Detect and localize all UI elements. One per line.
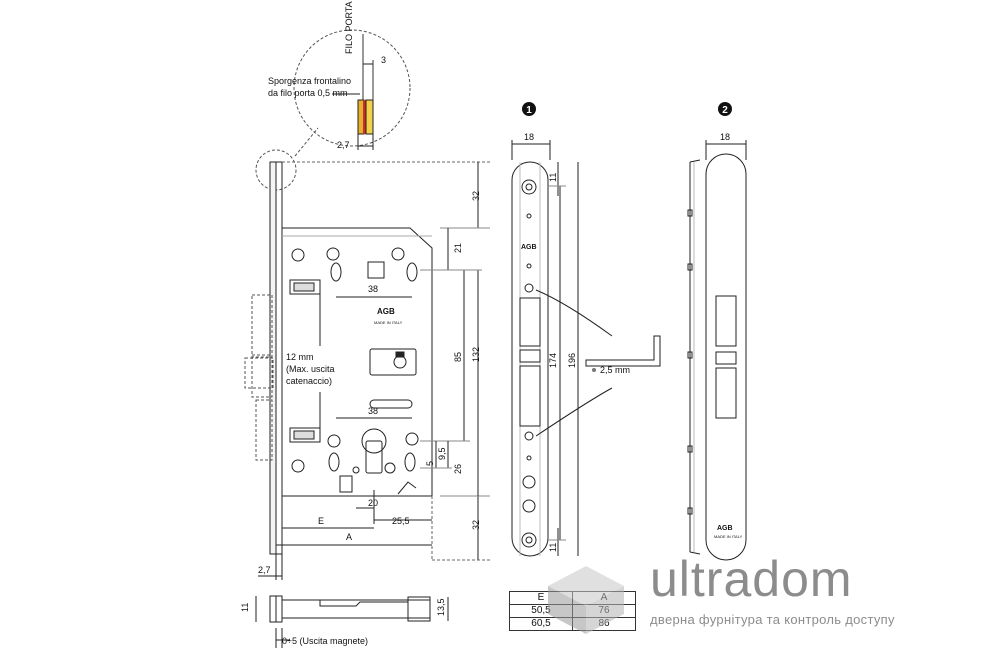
dim-32-top: 32 <box>471 191 481 201</box>
logo-tagline: дверна фурнітура та контроль доступу <box>650 612 895 627</box>
dim-13-5: 13,5 <box>436 598 446 616</box>
magnet-note: 0÷5 (Uscita magnete) <box>282 636 368 646</box>
fp2-brand-mark: AGB <box>717 525 733 532</box>
faceplate-1 <box>511 140 661 557</box>
marker-2-icon <box>718 102 732 116</box>
fp1-brand-mark: AGB <box>521 244 537 251</box>
logo-cube-icon <box>548 566 624 634</box>
dim-3: 3 <box>381 55 386 65</box>
logo-word: ultradom <box>650 551 853 607</box>
fp2-dim-18: 18 <box>720 132 730 142</box>
fp2-brand-sub: MADE IN ITALY <box>714 534 743 539</box>
dim-85: 85 <box>453 352 463 362</box>
body-brand-mark: AGB <box>377 307 395 316</box>
dim-20: 20 <box>368 498 378 508</box>
marker-2-label: 2 <box>722 105 728 116</box>
dim-9-5: 9,5 <box>437 447 447 460</box>
bolt-note-2: (Max. uscita <box>286 364 335 374</box>
detail-magnifier <box>255 29 411 191</box>
dim-32-bottom: 32 <box>471 520 481 530</box>
filo-porta-label: FILO PORTA <box>344 1 354 54</box>
sporgenza-line-1: Sporgenza frontalino <box>268 76 351 86</box>
dim-21: 21 <box>453 243 463 253</box>
bolt-note-3: catenaccio) <box>286 376 332 386</box>
lock-body <box>244 161 490 580</box>
dim-132: 132 <box>471 347 481 362</box>
fp1-dim-174: 174 <box>548 353 558 368</box>
fp1-dim-18: 18 <box>524 132 534 142</box>
faceplate-2 <box>687 140 747 561</box>
dim-A: A <box>346 532 352 542</box>
dim-38-mid: 38 <box>368 406 378 416</box>
dim-E: E <box>318 516 324 526</box>
dim-26: 26 <box>453 464 463 474</box>
hex-key-label: 2,5 mm <box>600 365 630 375</box>
bottom-view <box>255 595 449 648</box>
body-brand-sub: MADE IN ITALY <box>374 320 403 325</box>
bolt-note-1: 12 mm <box>286 352 314 362</box>
dim-2-7-bottom: 2,7 <box>258 565 271 575</box>
fp1-dim-11-top: 11 <box>548 173 558 182</box>
dim-5: 5 <box>425 461 435 466</box>
ultradom-logo: ultradom дверна фурнітура та контроль до… <box>528 548 958 640</box>
dim-11-bottom-view: 11 <box>240 603 250 612</box>
dim-38-top: 38 <box>368 284 378 294</box>
marker-1-icon <box>522 102 536 116</box>
dim-2-7-top: 2,7 <box>337 140 350 150</box>
fp1-dim-11-bottom: 11 <box>548 543 558 552</box>
fp1-dim-196: 196 <box>567 353 577 368</box>
sporgenza-line-2: da filo porta 0,5 mm <box>268 88 348 98</box>
dim-25-5: 25,5 <box>392 516 410 526</box>
marker-1-label: 1 <box>526 105 532 116</box>
